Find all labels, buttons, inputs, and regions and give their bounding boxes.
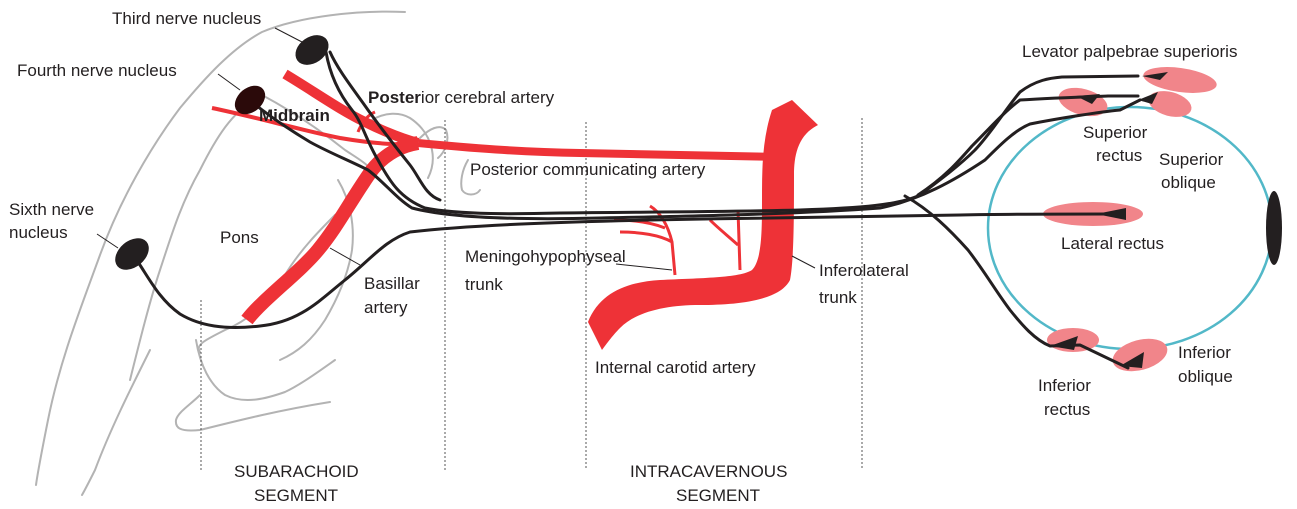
midbrain-label: Midbrain [259,105,330,126]
sixth-nerve-nucleus-label-line2: nucleus [9,222,68,243]
internal-carotid-artery-label: Internal carotid artery [595,357,756,378]
leader-third-nucleus [275,28,302,42]
brainstem-outline [36,12,480,495]
superior-rectus-label-line1: Superior [1083,122,1147,143]
leader-inferolateral [792,256,815,268]
meningohypophyseal-label-line1: Meningohypophyseal [465,246,626,267]
inferolateral-label-line2: trunk [819,287,857,308]
posterior-cerebral-artery-label-bold: Poster [368,88,421,107]
basilar-artery-label-line1: Basillar [364,273,420,294]
internal-carotid-artery [588,100,818,350]
posterior-cerebral-artery-label-rest: ior cerebral artery [421,88,554,107]
inferior-oblique-label-line1: Inferior [1178,342,1231,363]
levator-muscle [1142,63,1219,97]
sixth-nerve-nucleus-shape [109,232,155,276]
subarachnoid-segment-label-line1: SUBARACHOID [234,461,359,482]
eye-globe [988,107,1272,349]
inferior-rectus-label-line2: rectus [1044,399,1090,420]
extraocular-muscles [1043,63,1218,377]
inferior-oblique-label-line2: oblique [1178,366,1233,387]
inferior-rectus-label-line1: Inferior [1038,375,1091,396]
superior-rectus-label-line2: rectus [1096,145,1142,166]
superior-oblique-label-line2: oblique [1161,172,1216,193]
intracavernous-segment-label-line2: SEGMENT [676,485,760,506]
posterior-cerebral-artery-label: Posterior cerebral artery [368,87,554,108]
posterior-communicating-artery-label: Posterior communicating artery [470,159,705,180]
leader-fourth-nucleus [218,74,240,90]
pons-lower-contour [196,340,335,400]
pons-label: Pons [220,227,259,248]
fourth-nerve-nucleus-label: Fourth nerve nucleus [17,60,177,81]
posterior-communicating-artery [418,143,780,157]
third-nerve-nucleus-label: Third nerve nucleus [112,8,261,29]
lower-brainstem-contour [82,350,150,495]
basilar-artery-label-line2: artery [364,297,407,318]
leader-basilar [330,248,360,265]
meningohypophyseal-label-line2: trunk [465,274,503,295]
intracavernous-segment-label-line1: INTRACAVERNOUS [630,461,787,482]
subarachnoid-segment-label-line2: SEGMENT [254,485,338,506]
inferolateral-label-line1: Inferolateral [819,260,909,281]
sixth-nerve-nucleus-label-line1: Sixth nerve [9,199,94,220]
superior-oblique-label-line1: Superior [1159,149,1223,170]
lateral-rectus-label: Lateral rectus [1061,233,1164,254]
levator-label: Levator palpebrae superioris [1022,41,1237,62]
cornea-shape [1266,191,1282,265]
